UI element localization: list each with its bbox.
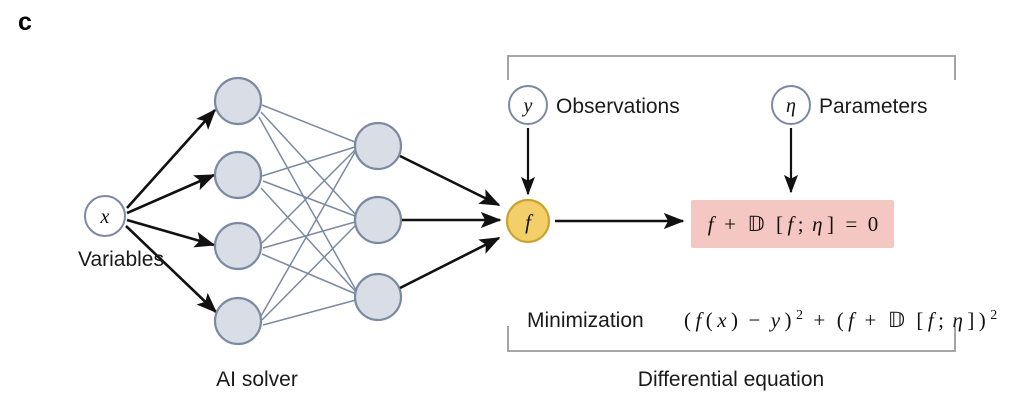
- min-sup-2: 2: [990, 308, 997, 323]
- min-plus-2: +: [864, 308, 876, 332]
- f-node-symbol: f: [525, 210, 534, 234]
- min-f1: f: [695, 308, 704, 332]
- y-node-circle: [508, 85, 548, 125]
- min-paren-open-1: (: [684, 308, 691, 332]
- arrow-x-to-h1-node4: [125, 225, 218, 314]
- min-sup-1: 2: [796, 308, 803, 323]
- input-to-layer1-arrows: [125, 108, 218, 314]
- eq-equals: =: [845, 212, 857, 236]
- min-bracket-open: [: [916, 308, 923, 332]
- variables-label: Variables: [78, 248, 164, 271]
- observations-node: y: [508, 85, 548, 125]
- f-node-circle: [505, 198, 551, 244]
- differential-equation-caption: Differential equation: [638, 368, 824, 391]
- min-f3: f: [928, 308, 937, 332]
- synapse-3-3: [261, 253, 357, 295]
- minimization-expression: ( f ( x ) − y ) 2 + ( f + 𝔻 [ f ; η ] ) …: [684, 306, 997, 332]
- x-node-symbol: x: [100, 206, 110, 228]
- min-plus: +: [813, 308, 825, 332]
- equation-box-background: [691, 200, 894, 248]
- eta-node-symbol: η: [786, 95, 796, 117]
- eq-f2: f: [787, 212, 796, 236]
- equation-box: f + 𝔻 [ f ; η ] = 0: [691, 200, 894, 248]
- synapse-1-3: [258, 116, 358, 293]
- input-node-x: x: [84, 195, 126, 237]
- hidden1-node-3: [213, 221, 263, 271]
- synapse-3-1: [261, 149, 356, 244]
- min-paren-open-2: (: [706, 308, 713, 332]
- eq-zero: 0: [868, 212, 879, 236]
- bracket-bottom: [507, 326, 956, 352]
- hidden2-node-3: [353, 272, 403, 322]
- eq-semicolon: ;: [798, 212, 804, 236]
- eta-node-circle: [771, 85, 811, 125]
- minimization-label: Minimization: [527, 309, 644, 332]
- eq-f1: f: [708, 212, 717, 236]
- eq-bracket-close: ]: [827, 212, 834, 236]
- hidden2-node-1: [353, 121, 403, 171]
- min-paren-open-3: (: [837, 308, 844, 332]
- hidden-layer-2: [353, 121, 403, 322]
- synapse-2-3: [260, 187, 358, 294]
- layer1-to-layer2-synapses: [258, 104, 358, 326]
- eq-eta: η: [812, 212, 822, 236]
- hidden-layer-1: [213, 76, 263, 346]
- min-operator-D: 𝔻: [888, 308, 905, 332]
- hidden1-node-4: [213, 296, 263, 346]
- synapse-4-2: [261, 225, 356, 321]
- layer2-to-f-arrows: [399, 154, 502, 290]
- arrow-x-to-h1-node3: [126, 218, 216, 248]
- panel-letter: c: [18, 8, 32, 36]
- solution-node-f: f: [505, 198, 551, 244]
- min-minus: −: [748, 308, 760, 332]
- hidden1-node-2: [213, 150, 263, 200]
- synapse-1-2: [260, 111, 357, 216]
- parameters-node: η: [771, 85, 811, 125]
- equation-box-text: f + 𝔻 [ f ; η ] = 0: [708, 212, 878, 236]
- min-paren-close-2: ): [731, 308, 738, 332]
- eq-bracket-open: [: [776, 212, 783, 236]
- min-x: x: [716, 308, 727, 332]
- min-semicolon: ;: [938, 308, 944, 332]
- synapse-3-2: [262, 221, 356, 249]
- synapse-4-3: [262, 299, 357, 326]
- synapse-1-1: [261, 104, 356, 143]
- min-y: y: [769, 308, 781, 332]
- bracket-top: [507, 55, 956, 80]
- x-node-circle: [84, 195, 126, 237]
- ai-solver-caption: AI solver: [216, 368, 298, 391]
- hidden2-node-2: [353, 195, 403, 245]
- min-f2: f: [848, 308, 857, 332]
- eq-plus: +: [724, 212, 736, 236]
- synapse-4-1: [260, 151, 356, 317]
- min-paren-close-1: ): [785, 308, 792, 332]
- min-bracket-close: ]: [967, 308, 974, 332]
- min-eta: η: [952, 308, 962, 332]
- observations-label: Observations: [556, 95, 680, 118]
- min-paren-close-3: ): [979, 308, 986, 332]
- arrow-x-to-h1-node1: [126, 108, 217, 209]
- parameters-label: Parameters: [819, 95, 928, 118]
- eq-operator-D: 𝔻: [747, 212, 764, 236]
- hidden1-node-1: [213, 76, 263, 126]
- synapse-2-2: [262, 180, 356, 217]
- arrow-h2-node1-to-f: [399, 154, 501, 207]
- y-node-symbol: y: [522, 95, 533, 117]
- arrow-h2-node3-to-f: [399, 236, 501, 290]
- synapse-2-1: [261, 146, 356, 177]
- differential-equation-bracket: [507, 55, 956, 352]
- arrow-x-to-h1-node2: [126, 173, 216, 215]
